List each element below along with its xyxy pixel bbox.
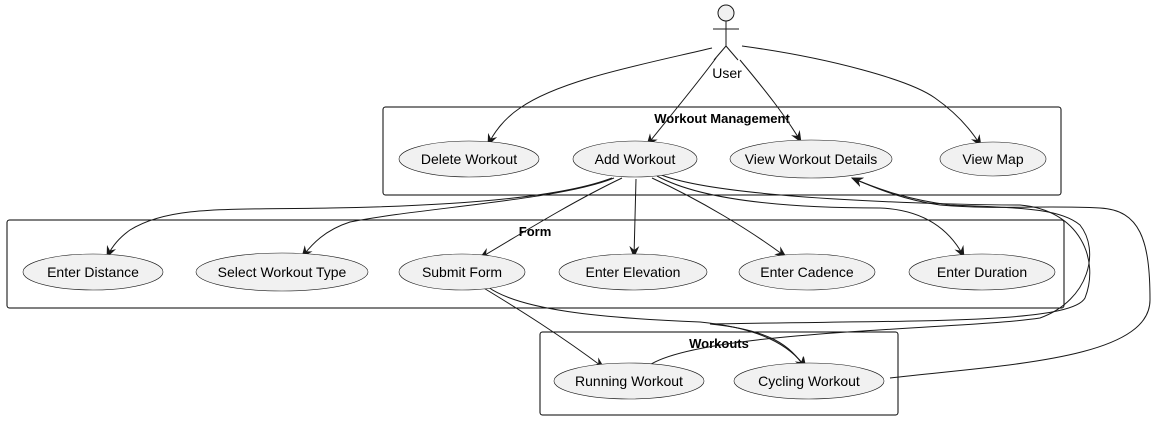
svg-text:Cycling Workout: Cycling Workout bbox=[758, 373, 860, 389]
edge-submit-form-cycling-workout bbox=[487, 286, 807, 369]
actor-head-icon bbox=[717, 4, 735, 22]
edge-add-workout-cycling-workout bbox=[658, 173, 1091, 369]
edge-user-add-workout bbox=[646, 57, 717, 146]
edge-running-workout-view-details bbox=[647, 177, 1091, 367]
svg-text:Running Workout: Running Workout bbox=[575, 373, 683, 389]
use-case-delete-workout: Delete Workout bbox=[398, 140, 540, 178]
use-case-add-workout: Add Workout bbox=[572, 140, 698, 178]
use-case-view-map: View Map bbox=[939, 141, 1047, 177]
edge-add-workout-enter-distance bbox=[106, 177, 613, 258]
svg-text:View Map: View Map bbox=[962, 151, 1023, 167]
edge-cycling-workout-view-details bbox=[851, 177, 1151, 379]
actor-label: User bbox=[712, 65, 742, 81]
edge-add-workout-enter-duration bbox=[656, 175, 965, 258]
package-form: Form bbox=[6, 219, 1065, 309]
package-title-form: Form bbox=[519, 224, 552, 239]
use-case-enter-distance: Enter Distance bbox=[22, 253, 164, 291]
svg-text:Enter Distance: Enter Distance bbox=[47, 264, 139, 280]
use-case-select-workout-type: Select Workout Type bbox=[195, 252, 369, 292]
svg-text:Enter Elevation: Enter Elevation bbox=[586, 264, 681, 280]
use-case-enter-elevation: Enter Elevation bbox=[558, 253, 708, 291]
svg-text:Add Workout: Add Workout bbox=[595, 151, 676, 167]
use-case-running-workout: Running Workout bbox=[553, 362, 705, 400]
edges bbox=[106, 45, 1151, 379]
svg-text:Select Workout Type: Select Workout Type bbox=[218, 264, 347, 280]
edge-user-view-map bbox=[741, 45, 982, 147]
svg-text:Submit Form: Submit Form bbox=[422, 264, 502, 280]
svg-text:Delete Workout: Delete Workout bbox=[421, 151, 517, 167]
edge-add-workout-enter-elevation bbox=[629, 178, 640, 258]
use-case-enter-cadence: Enter Cadence bbox=[738, 253, 876, 291]
use-case-submit-form: Submit Form bbox=[398, 253, 526, 291]
edge-add-workout-submit-form bbox=[479, 177, 623, 259]
package-title-workout-management: Workout Management bbox=[654, 111, 790, 126]
svg-text:Enter Duration: Enter Duration bbox=[937, 264, 1027, 280]
use-case-view-workout-details: View Workout Details bbox=[729, 139, 893, 179]
actor-user: User bbox=[712, 4, 742, 81]
edge-submit-form-running-workout bbox=[481, 286, 605, 369]
svg-text:View Workout Details: View Workout Details bbox=[745, 151, 878, 167]
edge-user-view-workout-details bbox=[739, 59, 802, 143]
use-case-enter-duration: Enter Duration bbox=[908, 253, 1056, 291]
use-case-cycling-workout: Cycling Workout bbox=[733, 362, 885, 400]
edge-add-workout-enter-cadence bbox=[651, 177, 787, 258]
edge-user-delete-workout bbox=[487, 47, 713, 146]
edge-add-workout-select-workout-type bbox=[301, 177, 615, 258]
package-title-workouts: Workouts bbox=[689, 336, 749, 351]
svg-text:Enter Cadence: Enter Cadence bbox=[760, 264, 854, 280]
package-workout-management: Workout Management bbox=[382, 106, 1062, 196]
